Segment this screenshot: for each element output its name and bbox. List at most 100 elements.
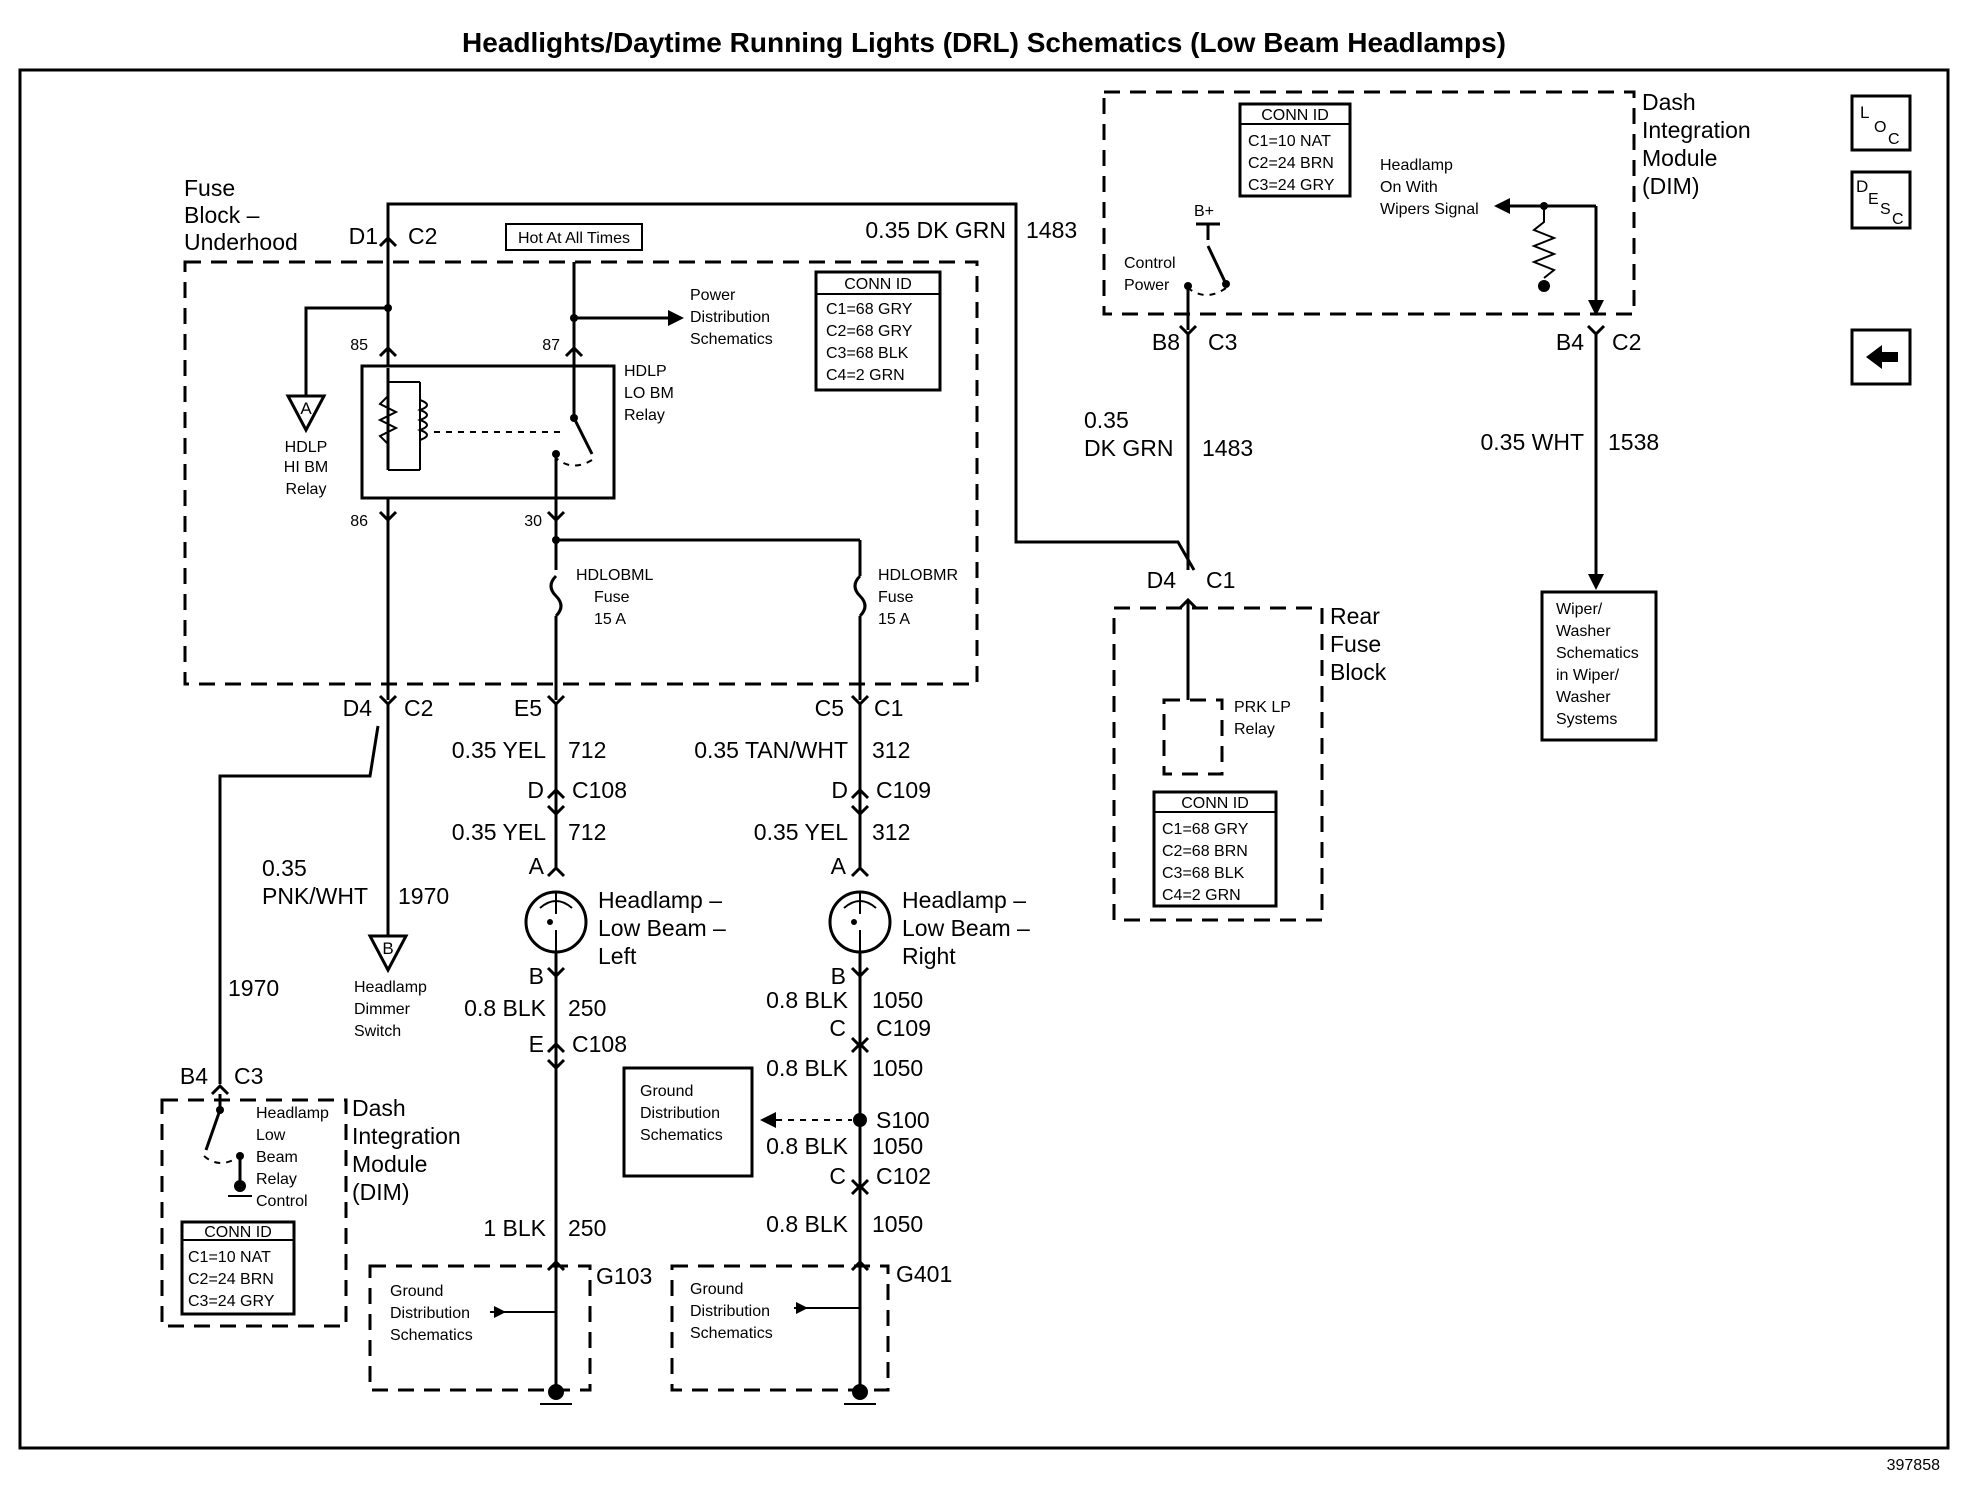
svg-text:Low: Low [256,1127,286,1144]
svg-text:B: B [529,963,544,989]
fuse-block-name-2: Block – [184,202,260,228]
wire-1970-dim [218,725,380,1084]
svg-text:Dash: Dash [352,1095,406,1121]
svg-text:B: B [382,939,393,958]
wire-1483-top-circuit: 1483 [1026,217,1077,243]
svg-text:Low Beam –: Low Beam – [902,915,1030,941]
svg-text:Beam: Beam [256,1149,298,1166]
splice-s100 [853,1113,867,1127]
fuse-block-underhood: Fuse Block – Underhood D1 C2 Hot At All … [183,175,979,721]
svg-text:C: C [829,1163,846,1189]
svg-text:Module: Module [1642,145,1717,171]
relay-coil [417,399,428,441]
hi-relay-ref-triangle [285,394,327,434]
svg-text:E5: E5 [514,695,542,721]
svg-text:HDLOBMR: HDLOBMR [878,567,958,584]
svg-text:A: A [300,399,312,418]
wire-250-a-circuit: 250 [568,995,606,1021]
dim-top-module: Dash Integration Module (DIM) CONN ID C1… [1102,89,1751,355]
svg-text:C102: C102 [876,1163,931,1189]
svg-text:Distribution: Distribution [390,1305,470,1322]
pullup-resistor [1531,206,1557,279]
wire-1050-b-circuit: 1050 [872,1055,923,1081]
svg-text:E: E [529,1031,544,1057]
svg-text:PNK/WHT: PNK/WHT [262,883,368,909]
loc-icon[interactable]: L O C [1850,94,1912,152]
svg-text:C2=24 BRN: C2=24 BRN [188,1271,274,1288]
svg-text:Power: Power [690,287,736,304]
fuse-block-conn-id-table: CONN ID C1=68 GRY C2=68 GRY C3=68 BLK C4… [814,270,942,392]
fuse-block-name-1: Fuse [184,175,235,201]
svg-text:Ground: Ground [390,1283,443,1300]
hi-relay-label-3: Relay [286,481,327,498]
wiper-washer-ref-box: Wiper/ Washer Schematics in Wiper/ Washe… [1540,590,1658,742]
svg-text:Headlamp: Headlamp [1380,157,1453,174]
svg-text:Headlamp –: Headlamp – [598,887,722,913]
svg-text:Ground: Ground [690,1281,743,1298]
svg-text:C1=10 NAT: C1=10 NAT [1248,133,1331,150]
wire-1050-a-circuit: 1050 [872,987,923,1013]
svg-text:D: D [831,777,848,803]
relay-resistor [377,395,399,445]
svg-text:CONN ID: CONN ID [844,276,912,293]
svg-text:Schematics: Schematics [690,331,773,348]
wire-1483-top-gauge: 0.35 DK GRN [865,217,1006,243]
svg-text:C3=24 GRY: C3=24 GRY [188,1293,275,1310]
svg-text:Schematics: Schematics [690,1325,773,1342]
svg-text:HDLP: HDLP [624,363,667,380]
svg-text:CONN ID: CONN ID [1261,107,1329,124]
svg-text:in Wiper/: in Wiper/ [1556,667,1620,684]
svg-text:C: C [1888,131,1900,148]
rear-fuse-boundary [1112,606,1324,922]
svg-text:C3: C3 [234,1063,263,1089]
wire-1483-dim-circuit: 1483 [1202,435,1253,461]
svg-text:PRK LP: PRK LP [1234,699,1291,716]
wire-312-a-circuit: 312 [872,737,910,763]
svg-text:1970: 1970 [228,975,279,1001]
desc-icon[interactable]: D E S C [1850,170,1912,230]
svg-text:Systems: Systems [1556,711,1617,728]
svg-text:C3: C3 [1208,329,1237,355]
svg-text:Distribution: Distribution [690,309,770,326]
svg-text:D: D [527,777,544,803]
hi-relay-label-1: HDLP [285,439,328,456]
wire-712-a-circuit: 712 [568,737,606,763]
svg-text:C2: C2 [404,695,433,721]
wire-1050-b-gauge: 0.8 BLK [766,1055,848,1081]
svg-text:C1: C1 [1206,567,1235,593]
wire-712-a-gauge: 0.35 YEL [452,737,546,763]
wire-312-a-gauge: 0.35 TAN/WHT [694,737,848,763]
svg-text:30: 30 [524,513,542,530]
outer-frame [18,68,1950,1450]
dim-bottom-module: B4 C3 Dash Integration Module (DIM) Head… [160,1063,461,1328]
svg-text:G401: G401 [896,1261,952,1287]
svg-text:S: S [1880,201,1891,218]
ground-g103-icon [548,1384,564,1400]
svg-text:Wiper/: Wiper/ [1556,601,1603,618]
svg-text:C1: C1 [874,695,903,721]
back-arrow-icon[interactable] [1850,328,1912,386]
svg-text:A: A [529,853,545,879]
svg-text:CONN ID: CONN ID [1181,795,1249,812]
svg-text:S100: S100 [876,1107,930,1133]
svg-text:(DIM): (DIM) [352,1179,409,1205]
wire-1050-c-gauge: 0.8 BLK [766,1133,848,1159]
svg-text:15 A: 15 A [594,611,626,628]
svg-text:Control: Control [1124,255,1176,272]
fuse-left-symbol [549,574,563,618]
svg-text:Fuse: Fuse [1330,631,1381,657]
svg-text:86: 86 [350,513,368,530]
wire-250-b-circuit: 250 [568,1215,606,1241]
svg-text:LO BM: LO BM [624,385,674,402]
svg-text:C3=68 BLK: C3=68 BLK [1162,865,1245,882]
svg-text:Control: Control [256,1193,308,1210]
fuse-right-symbol [853,574,867,618]
prk-lp-relay-box [1162,698,1224,776]
svg-text:E: E [1868,191,1879,208]
headlamp-right-symbol [828,890,892,954]
wire-712-b-circuit: 712 [568,819,606,845]
svg-text:Ground: Ground [640,1083,693,1100]
svg-text:On With: On With [1380,179,1438,196]
svg-text:Rear: Rear [1330,603,1380,629]
